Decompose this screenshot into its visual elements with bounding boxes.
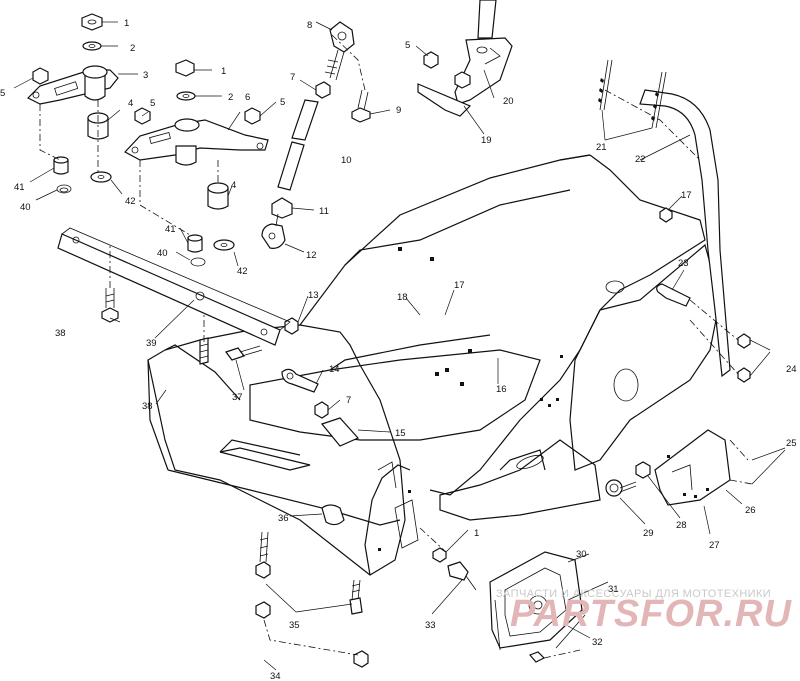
callout-1: 1 <box>221 66 226 77</box>
callout-10: 10 <box>341 155 352 166</box>
callout-32: 32 <box>592 637 603 648</box>
callout-3: 3 <box>143 70 148 81</box>
callout-39: 39 <box>146 338 157 349</box>
callout-11: 11 <box>319 206 329 217</box>
callout-7: 7 <box>290 72 295 83</box>
callout-38: 38 <box>55 328 66 339</box>
callout-26: 26 <box>745 505 756 516</box>
callout-2: 2 <box>228 92 233 103</box>
callout-5: 5 <box>280 97 285 108</box>
callout-42: 42 <box>237 266 248 277</box>
callout-15: 15 <box>395 428 406 439</box>
callout-35: 35 <box>289 620 300 631</box>
watermark-logo: PARTSFOR.RU <box>510 593 792 635</box>
callout-24: 24 <box>786 364 797 375</box>
callout-2: 2 <box>130 43 135 54</box>
shift-rod <box>261 21 371 249</box>
side-brace <box>598 59 751 383</box>
callout-41: 41 <box>14 182 25 193</box>
callout-17: 17 <box>454 280 465 291</box>
shifter-tower <box>417 0 513 117</box>
rod-ends <box>199 300 359 447</box>
callout-33: 33 <box>425 620 436 631</box>
callout-7: 7 <box>346 395 351 406</box>
callout-5: 5 <box>0 88 5 99</box>
callout-14: 14 <box>329 364 340 375</box>
bottom-fasteners <box>255 504 369 668</box>
callout-34: 34 <box>270 671 281 681</box>
callout-5: 5 <box>405 40 410 51</box>
callout-25: 25 <box>786 438 797 449</box>
callout-12: 12 <box>306 250 317 261</box>
callout-8: 8 <box>307 20 312 31</box>
callout-18: 18 <box>397 292 408 303</box>
callout-38: 38 <box>142 401 153 412</box>
callout-21: 21 <box>596 142 607 153</box>
callout-16: 16 <box>496 384 507 395</box>
callout-1: 1 <box>124 18 129 29</box>
callout-4: 4 <box>231 180 236 191</box>
callout-layer: 1 2 3 5 4 5 41 40 42 1 2 6 5 4 41 40 42 … <box>0 18 797 681</box>
callout-28: 28 <box>676 520 687 531</box>
callout-13: 13 <box>308 290 319 301</box>
callout-31: 31 <box>608 584 619 595</box>
rear-bracket <box>605 429 753 506</box>
callout-40: 40 <box>20 202 31 213</box>
shift-linkage <box>26 13 119 194</box>
callout-40: 40 <box>157 248 168 259</box>
callout-9: 9 <box>396 105 401 116</box>
leader-lines <box>13 21 786 671</box>
watermark: ЗАПЧАСТИ И АКСЕССУАРЫ ДЛЯ МОТОТЕХНИКИ PA… <box>496 588 792 635</box>
watermark-caption: ЗАПЧАСТИ И АКСЕССУАРЫ ДЛЯ МОТОТЕХНИКИ <box>496 588 771 600</box>
callout-36: 36 <box>278 513 289 524</box>
callout-37: 37 <box>232 392 243 403</box>
callout-30: 30 <box>576 549 587 560</box>
callout-41: 41 <box>165 224 176 235</box>
callout-6: 6 <box>245 92 250 103</box>
callout-1: 1 <box>474 528 479 539</box>
callout-42: 42 <box>125 196 136 207</box>
callout-23: 23 <box>678 258 689 269</box>
shift-bar <box>57 227 291 346</box>
callout-29: 29 <box>643 528 654 539</box>
frame-bulkhead <box>147 154 721 576</box>
callout-27: 27 <box>709 540 720 551</box>
callout-20: 20 <box>503 96 514 107</box>
callout-19: 19 <box>481 135 492 146</box>
callout-4: 4 <box>128 98 133 109</box>
callout-5: 5 <box>150 98 155 109</box>
hinge-plate <box>419 527 586 663</box>
callout-22: 22 <box>635 154 646 165</box>
callout-17: 17 <box>681 190 692 201</box>
arm-assembly-6 <box>124 59 269 267</box>
